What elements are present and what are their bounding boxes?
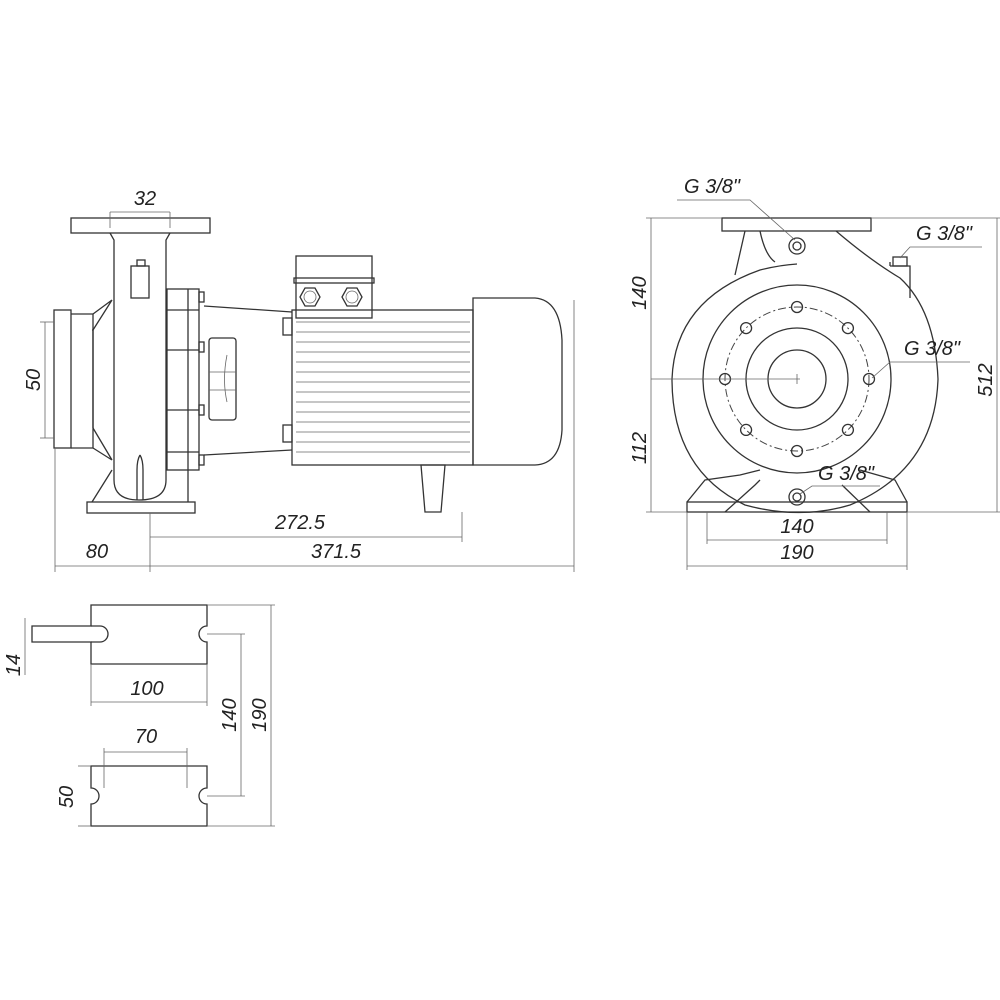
- bolt-hole-icon: [739, 321, 753, 335]
- bolt-hole-icon: [841, 321, 855, 335]
- dim-total-height: 512: [975, 363, 997, 396]
- dim-inlet: 50: [23, 369, 45, 391]
- bolt-hole-icon: [790, 444, 804, 458]
- port-label-right-top: G 3/8": [916, 223, 973, 245]
- lower-foot-plate: [90, 765, 208, 827]
- side-dimensions: 32 50 272.5 80 371.5: [23, 188, 575, 572]
- dim-foot-width: 190: [780, 542, 813, 564]
- side-view: 32 50 272.5 80 371.5: [23, 188, 575, 572]
- bolt-hole-icon: [841, 423, 855, 437]
- port-label-top: G 3/8": [684, 176, 741, 198]
- dim-slot-spacing: 140: [219, 698, 241, 731]
- terminal-box: [295, 255, 373, 319]
- front-foot: [686, 501, 908, 513]
- inspection-window: [208, 337, 237, 421]
- pump-foot: [86, 501, 196, 514]
- dim-upper-length: 100: [130, 678, 163, 700]
- dim-overall: 190: [249, 698, 271, 731]
- front-view: G 3/8" G 3/8" G 3/8" G 3/8" 140 112 512 …: [629, 176, 1000, 570]
- bolt-hole-icon: [862, 372, 876, 386]
- outlet-flange: [721, 217, 872, 232]
- fan-cover: [472, 297, 563, 466]
- dim-inlet-offset: 80: [86, 541, 108, 563]
- dim-lower-slot-spacing: 70: [135, 726, 157, 748]
- dim-upper-height: 140: [629, 276, 651, 309]
- dim-lower-height: 112: [629, 432, 651, 464]
- electric-motor: [282, 255, 563, 513]
- pump-casing: [53, 217, 211, 514]
- inlet-flange: [53, 309, 72, 449]
- dim-foot-to-motor-foot: 272.5: [274, 512, 326, 534]
- dim-slot-width: 14: [3, 654, 25, 676]
- port-bottom-icon: [788, 488, 806, 506]
- drain-plug-icon: [130, 265, 150, 299]
- motor-foot: [420, 464, 446, 513]
- cable-gland-icon: [341, 287, 363, 307]
- cable-gland-icon: [299, 287, 321, 307]
- dim-lower-height: 50: [56, 786, 78, 808]
- dim-outlet: 32: [134, 188, 156, 210]
- bearing-bracket: [166, 288, 293, 471]
- foot-detail: 14 100 70 50 140 190: [3, 604, 275, 827]
- port-top-icon: [788, 237, 806, 255]
- dim-foot-bolt-spacing: 140: [780, 516, 813, 538]
- bolt-hole-icon: [739, 423, 753, 437]
- vent-port-icon: [892, 256, 908, 267]
- port-label-side: G 3/8": [904, 338, 961, 360]
- bolt-hole-icon: [790, 300, 804, 314]
- port-label-bottom: G 3/8": [818, 463, 875, 485]
- dim-total-length: 371.5: [311, 541, 362, 563]
- upper-foot-plate: [31, 604, 208, 665]
